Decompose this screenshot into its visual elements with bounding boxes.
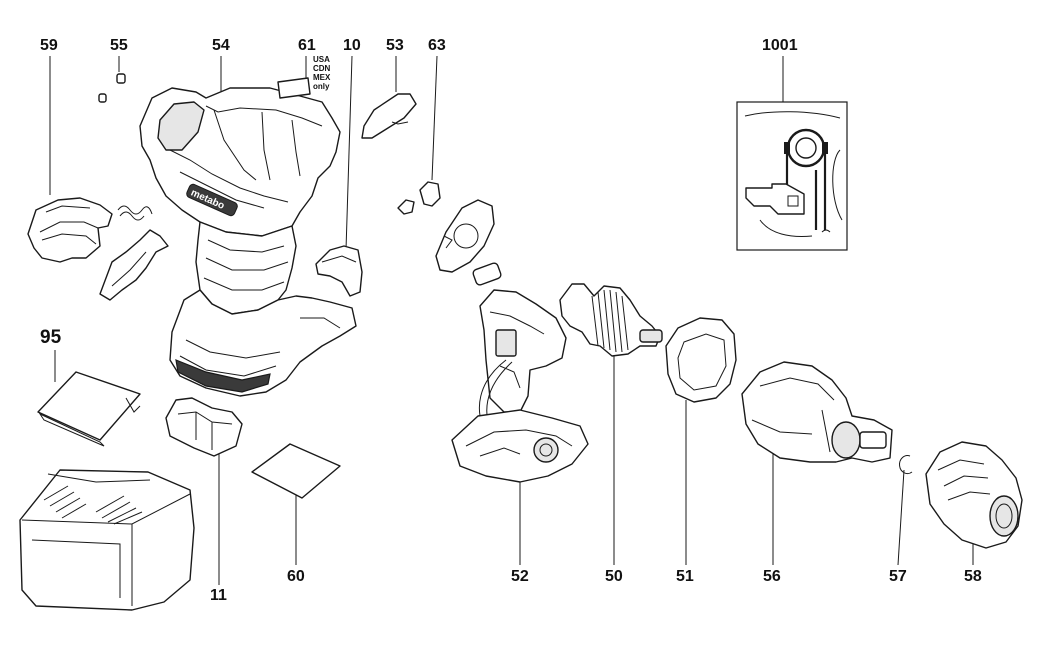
label-1001: 1001 <box>762 37 798 54</box>
label-59: 59 <box>40 37 58 54</box>
label-52: 52 <box>511 568 529 585</box>
part-59-belt-clip <box>27 197 113 263</box>
part-10-switch <box>315 245 363 297</box>
part-50-armature <box>559 283 663 357</box>
region-note-line-3: MEX <box>313 73 331 82</box>
label-10: 10 <box>343 37 361 54</box>
battery-pack <box>19 469 195 611</box>
electronics-board <box>435 199 495 273</box>
part-60-label <box>251 443 341 499</box>
label-54: 54 <box>212 37 230 54</box>
label-58: 58 <box>964 568 982 585</box>
label-53: 53 <box>386 37 404 54</box>
battery-vents <box>43 485 143 525</box>
region-note-line-1: USA <box>313 55 330 64</box>
region-note-line-4: only <box>313 82 330 91</box>
motor-shaft <box>472 262 502 286</box>
label-60: 60 <box>287 568 305 585</box>
part-55-screws <box>98 73 126 103</box>
part-63-clip <box>397 181 441 215</box>
part-58-nose-cover <box>925 441 1023 549</box>
part-95-card <box>37 371 141 447</box>
armature-laminations <box>591 289 629 353</box>
label-51: 51 <box>676 568 694 585</box>
label-95: 95 <box>40 327 62 348</box>
label-63: 63 <box>428 37 446 54</box>
label-11: 11 <box>210 587 227 604</box>
label-55: 55 <box>110 37 128 54</box>
part-52-electronics-module <box>451 289 589 483</box>
region-note-line-2: CDN <box>313 64 331 73</box>
latch-button <box>99 229 169 301</box>
part-11-rubber-insert <box>165 397 243 457</box>
label-61: 61 <box>298 37 316 54</box>
label-57: 57 <box>889 568 907 585</box>
part-53-slider <box>361 93 417 139</box>
part-57-retaining-ring <box>899 455 913 475</box>
inset-1001-wiring <box>736 101 848 251</box>
latch-spring <box>117 205 153 221</box>
label-50: 50 <box>605 568 623 585</box>
part-56-gear-housing <box>741 361 893 463</box>
label-56: 56 <box>763 568 781 585</box>
part-54-housing: metabo <box>139 87 357 397</box>
part-51-stator-ring <box>665 317 737 403</box>
part-61-label <box>277 77 311 99</box>
region-note: USA CDN MEX only <box>313 55 331 91</box>
leader-lines <box>49 55 974 585</box>
